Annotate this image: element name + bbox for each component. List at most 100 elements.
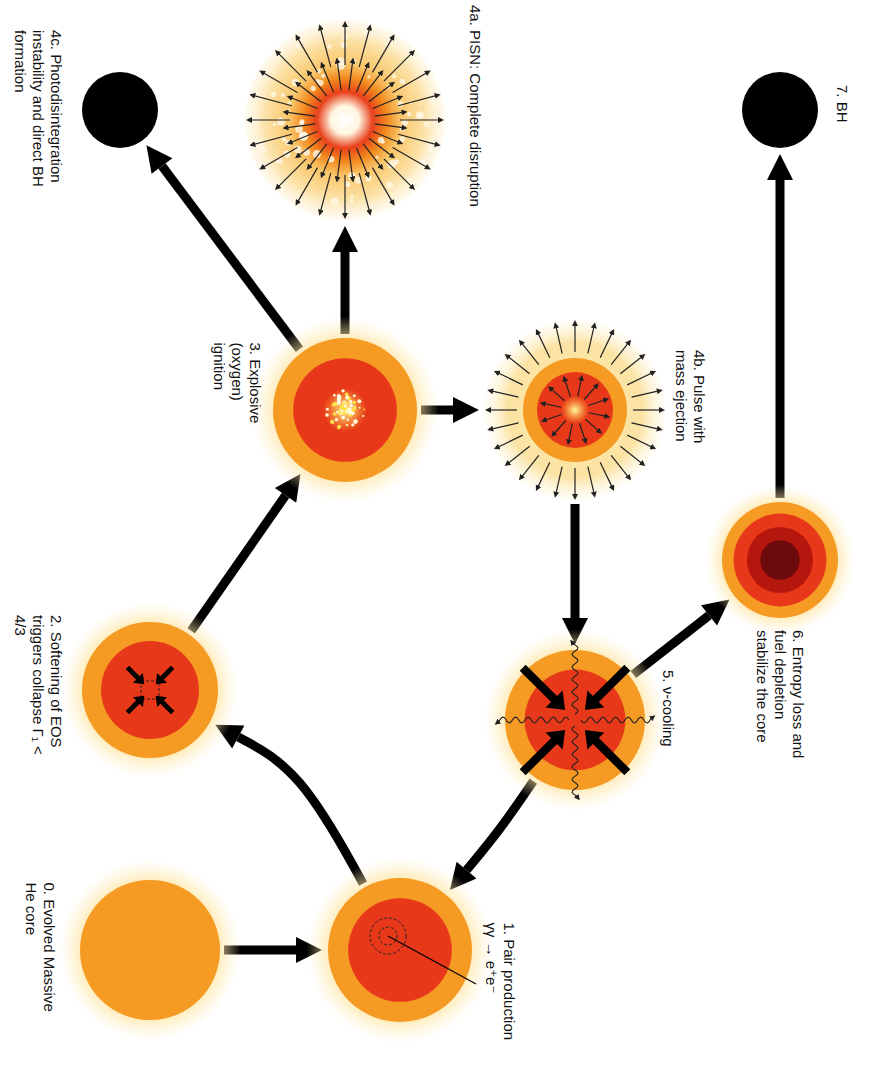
ejecta-clump — [376, 156, 379, 159]
ejecta-clump — [367, 75, 370, 78]
co-core — [348, 898, 452, 1002]
co-core — [734, 514, 827, 607]
ejecta-arrow — [398, 134, 438, 145]
stage-label: 4a. PISN: Complete disruption — [466, 5, 484, 235]
ignition-spark — [346, 409, 348, 411]
ignition-spark — [343, 409, 345, 411]
he-envelope — [523, 358, 627, 462]
ejecta-arrow — [588, 325, 594, 353]
ejecta-clump — [350, 199, 354, 203]
ejecta-clump — [407, 112, 411, 116]
ejecta-clump — [272, 122, 276, 126]
ejecta-arrow — [497, 372, 523, 385]
star-stage: 3. Explosive (oxygen) ignition — [273, 338, 417, 482]
ignition-spark — [344, 409, 346, 411]
stage-caption: 3. Explosive (oxygen) ignition — [210, 343, 264, 438]
burning-center — [561, 396, 589, 424]
ejecta-clump — [419, 113, 423, 117]
shock-arrow — [565, 379, 571, 397]
ejecta-arrow — [277, 52, 306, 81]
shock-arrow — [553, 420, 566, 434]
star-stage: 1. Pair production γγ → e⁺e⁻ — [328, 878, 472, 1022]
ejecta-clump — [327, 44, 332, 49]
he-envelope — [82, 622, 218, 758]
flow-arrow — [238, 737, 363, 884]
ejecta-clump — [424, 121, 430, 127]
ejecta-arrow — [537, 462, 550, 488]
star-illustration — [245, 20, 445, 220]
he-envelope — [505, 650, 645, 790]
ignition-spark — [337, 425, 341, 429]
ejecta-arrow — [556, 467, 562, 495]
stage-caption: 0. Evolved Massive He core — [22, 883, 58, 1018]
shock-arrow — [579, 423, 585, 441]
ejecta-clump — [400, 79, 406, 85]
ejecta-arrow — [252, 134, 292, 145]
ejecta-arrow — [497, 435, 523, 448]
ignition-spark — [353, 401, 357, 405]
ejecta-arrow — [633, 409, 662, 410]
ejecta-arrow — [286, 124, 316, 128]
ejecta-arrow — [507, 356, 530, 374]
neutrino-wave — [581, 717, 653, 723]
ejecta-arrow — [574, 323, 575, 352]
ignition-spark — [341, 389, 344, 392]
ejecta-arrow — [588, 467, 594, 495]
ejecta-arrow — [611, 455, 629, 478]
black-hole — [82, 72, 158, 148]
ejecta-arrow — [337, 61, 341, 91]
ejecta-arrow — [521, 342, 539, 365]
ejecta-clump — [350, 195, 354, 199]
star-illustration — [273, 338, 417, 482]
stage-caption: 1. Pair production γγ → e⁺e⁻ — [482, 923, 518, 1058]
black-hole-node: 7. BH — [742, 72, 818, 148]
ignition-spark — [342, 411, 346, 415]
stage-label: 7. BH — [833, 85, 851, 135]
ignition-spark — [333, 394, 336, 397]
ejecta-arrow — [349, 61, 353, 91]
ejecta-arrow — [632, 391, 660, 397]
stage-caption: 5. ν-cooling — [659, 670, 677, 770]
ejecta-arrow — [393, 72, 429, 93]
ejecta-arrow — [375, 112, 405, 116]
shock-arrow — [589, 413, 608, 417]
ejecta-arrow — [398, 95, 438, 106]
ejecta-arrow — [322, 65, 333, 93]
ignition-spark — [343, 401, 346, 404]
ignition-spark — [336, 411, 338, 413]
shock-arrow — [584, 385, 597, 399]
ignition-spark — [353, 394, 356, 397]
ejecta-shell — [485, 320, 665, 500]
ignition-spark — [325, 413, 329, 417]
ejecta-arrow — [262, 148, 298, 169]
ignition-spark — [337, 394, 340, 397]
star-illustration — [742, 72, 818, 148]
ejecta-clump — [381, 140, 385, 144]
ejecta-arrow — [507, 446, 530, 464]
flow-arrow — [191, 495, 285, 631]
ignition-spark — [335, 418, 338, 421]
ejecta-arrow — [556, 325, 562, 353]
ejecta-arrow — [297, 138, 321, 156]
ignition-spark — [349, 400, 353, 404]
star-illustration — [328, 878, 472, 1022]
ejecta-arrow — [373, 37, 394, 73]
ignition-spark — [333, 412, 337, 416]
ejecta-arrow — [574, 468, 575, 497]
ejecta-arrow — [611, 342, 629, 365]
star-illustration — [505, 650, 645, 790]
ejecta-arrow — [290, 97, 318, 108]
co-core — [101, 641, 199, 739]
ejecta-arrow — [308, 144, 326, 168]
collapse-arrow — [585, 730, 630, 775]
neutrino-wave — [572, 726, 578, 798]
star-stage: 6. Entropy loss and fuel depletion stabi… — [722, 502, 838, 618]
ejecta-arrow — [290, 131, 318, 142]
glow — [705, 485, 856, 636]
he-envelope — [722, 502, 838, 618]
ignition-spark — [326, 408, 329, 411]
ejecta-arrow — [400, 119, 441, 120]
ejecta-clump — [294, 146, 302, 154]
neutrino-wave — [572, 642, 578, 714]
stage-label: 4b. Pulse with mass ejection — [672, 350, 708, 470]
